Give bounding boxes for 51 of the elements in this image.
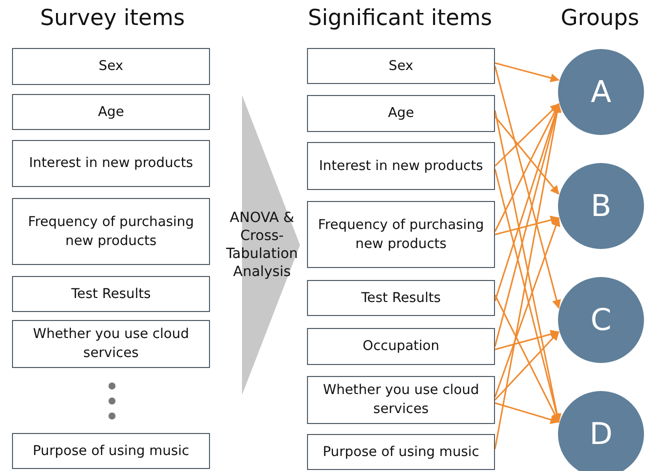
arrow [494,216,560,236]
column-heading: Significant items [306,5,494,33]
item-label: Occupation [362,337,440,356]
item-label: Age [98,102,124,122]
arrow [494,402,560,424]
item-box [12,198,210,265]
item-box [12,140,210,187]
group-letter: C [590,302,612,340]
group-letter: D [589,416,613,454]
item-label: Frequency of purchasing new products [27,212,195,250]
item-label: Purpose of using music [32,442,190,460]
item-box [12,48,210,85]
item-box [307,376,495,424]
item-box [307,434,495,470]
item-label: Test Results [361,288,441,308]
arrow [494,217,560,398]
arrow [494,66,561,309]
arrow [494,116,560,195]
item-label: Sex [98,57,124,76]
arrow [494,168,562,423]
item-label: Interest in new products [318,156,484,176]
item-box [307,142,495,190]
item-label: Sex [388,56,414,76]
group-letter: B [590,188,612,226]
item-label: Whether you use cloud services [32,325,190,363]
item-box [12,94,210,130]
item-box [12,276,210,312]
arrow [494,103,560,167]
item-label: Test Results [71,284,151,304]
arrow [494,62,560,82]
arrow [494,294,560,423]
item-box [307,95,495,132]
arrow [494,103,561,347]
item-box [307,48,495,84]
item-box [12,320,210,368]
arrow [494,331,560,401]
arrow [494,330,560,350]
item-box [12,433,210,469]
arrow [494,103,560,232]
column-heading: Survey items [39,5,186,33]
column-heading: Groups [560,5,640,33]
item-box [307,328,495,365]
item-label: Age [388,104,414,123]
group-letter: A [590,74,612,112]
analysis-label: ANOVA & Cross-Tabulation Analysis [225,209,299,281]
item-label: Interest in new products [28,154,194,173]
item-box [307,201,495,268]
item-label: Purpose of using music [322,442,480,462]
item-box [307,280,495,316]
item-label: Whether you use cloud services [322,381,480,419]
item-label: Frequency of purchasing new products [317,216,485,254]
